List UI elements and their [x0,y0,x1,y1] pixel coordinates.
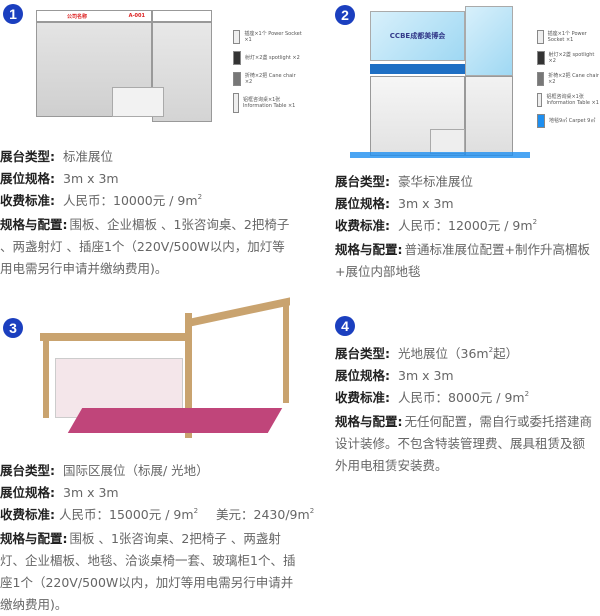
fascia-number: A-001 [128,13,145,19]
booth-1-image: 公司名称 A-001 [36,5,216,125]
booth-2-info: 展台类型:豪华标准展位 展位规格:3m x 3m 收费标准:人民币：12000元… [335,174,590,279]
booth-4-info: 展台类型:光地展位（36m2起） 展位规格:3m x 3m 收费标准:人民币：8… [335,346,593,473]
booth-2-legend: 插座×1个 Power Socket ×1 射灯×2盏 spotlight ×2… [537,30,599,135]
badge-3: 3 [3,318,23,338]
badge-1: 1 [3,4,23,24]
fascia-company: 公司名称 [67,14,88,20]
banner-front: CCBE成都美博会 [370,11,465,61]
booth-1-legend: 插座×1个 Power Socket ×1 射灯×2盏 spotlight ×2… [233,30,303,120]
booth-3-info: 展台类型:国际区展位（标展/ 光地） 展位规格:3m x 3m 收费标准:人民币… [0,463,315,612]
badge-2: 2 [335,5,355,25]
booth-1-info: 展台类型:标准展位 展位规格:3m x 3m 收费标准:人民币：10000元 /… [0,149,290,276]
booth-3-image [35,297,300,443]
badge-4: 4 [335,316,355,336]
booth-2-image: CCBE成都美博会 [345,4,535,159]
